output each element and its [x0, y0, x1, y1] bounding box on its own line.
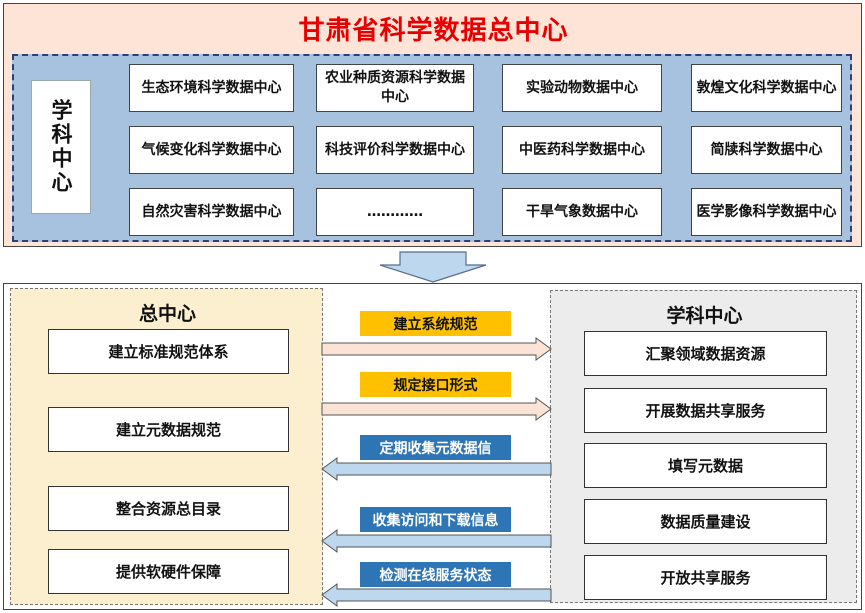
flow-label-access-download: 收集访问和下载信息 [360, 507, 511, 532]
task-data-quality: 数据质量建设 [584, 499, 827, 544]
center-ellipsis: ………… [316, 188, 474, 236]
flow-label-system-spec: 建立系统规范 [360, 311, 511, 336]
general-center-title: 总中心 [138, 303, 196, 325]
center-dunhuang-culture: 敦煌文化科学数据中心 [691, 64, 842, 112]
center-chinese-medicine: 中医药科学数据中心 [502, 126, 662, 174]
task-metadata-spec: 建立元数据规范 [48, 407, 289, 452]
center-climate-change: 气候变化科学数据中心 [129, 126, 294, 174]
center-lab-animal: 实验动物数据中心 [502, 64, 662, 112]
task-fill-metadata: 填写元数据 [584, 443, 827, 488]
subject-center-label: 学科中心 [31, 80, 91, 214]
task-aggregate-resources: 汇聚领域数据资源 [584, 331, 827, 376]
bottom-panel: 总中心 建立标准规范体系 建立元数据规范 整合资源总目录 提供软硬件保障 学科中… [3, 283, 862, 610]
task-hw-sw-support: 提供软硬件保障 [48, 549, 289, 594]
subject-center-box: 学科中心 汇聚领域数据资源 开展数据共享服务 填写元数据 数据质量建设 开放共享… [550, 290, 857, 603]
flow-label-service-status: 检测在线服务状态 [360, 562, 511, 587]
flow-arrow-left-2 [321, 529, 552, 553]
center-sci-tech-eval: 科技评价科学数据中心 [316, 126, 474, 174]
center-bamboo-slips: 简牍科学数据中心 [691, 126, 842, 174]
center-arid-meteorology: 干旱气象数据中心 [502, 188, 662, 236]
center-natural-disaster: 自然灾害科学数据中心 [129, 188, 294, 236]
center-ecology: 生态环境科学数据中心 [129, 64, 294, 112]
flow-label-interface-form: 规定接口形式 [360, 372, 511, 397]
subject-centers-grid: 学科中心 生态环境科学数据中心 农业种质资源科学数据中心 实验动物数据中心 敦煌… [12, 54, 852, 242]
flow-label-collect-metadata: 定期收集元数据信 [360, 435, 511, 460]
task-open-sharing: 开放共享服务 [584, 555, 827, 600]
flow-arrow-right-1 [321, 337, 552, 361]
flow-arrow-right-2 [321, 397, 552, 421]
task-standards-system: 建立标准规范体系 [48, 329, 289, 374]
flow-arrow-left-1 [321, 457, 552, 481]
center-agri-germplasm: 农业种质资源科学数据中心 [316, 64, 474, 112]
center-medical-imaging: 医学影像科学数据中心 [691, 188, 842, 236]
general-center-box: 总中心 建立标准规范体系 建立元数据规范 整合资源总目录 提供软硬件保障 [10, 288, 323, 605]
flow-arrow-left-3 [321, 583, 552, 607]
task-data-sharing: 开展数据共享服务 [584, 388, 827, 433]
task-resource-catalog: 整合资源总目录 [48, 486, 289, 531]
down-arrow [379, 251, 487, 283]
main-title: 甘肃省科学数据总中心 [298, 16, 569, 46]
top-panel: 甘肃省科学数据总中心 学科中心 生态环境科学数据中心 农业种质资源科学数据中心 … [3, 3, 862, 247]
subject-center-title: 学科中心 [666, 305, 743, 327]
